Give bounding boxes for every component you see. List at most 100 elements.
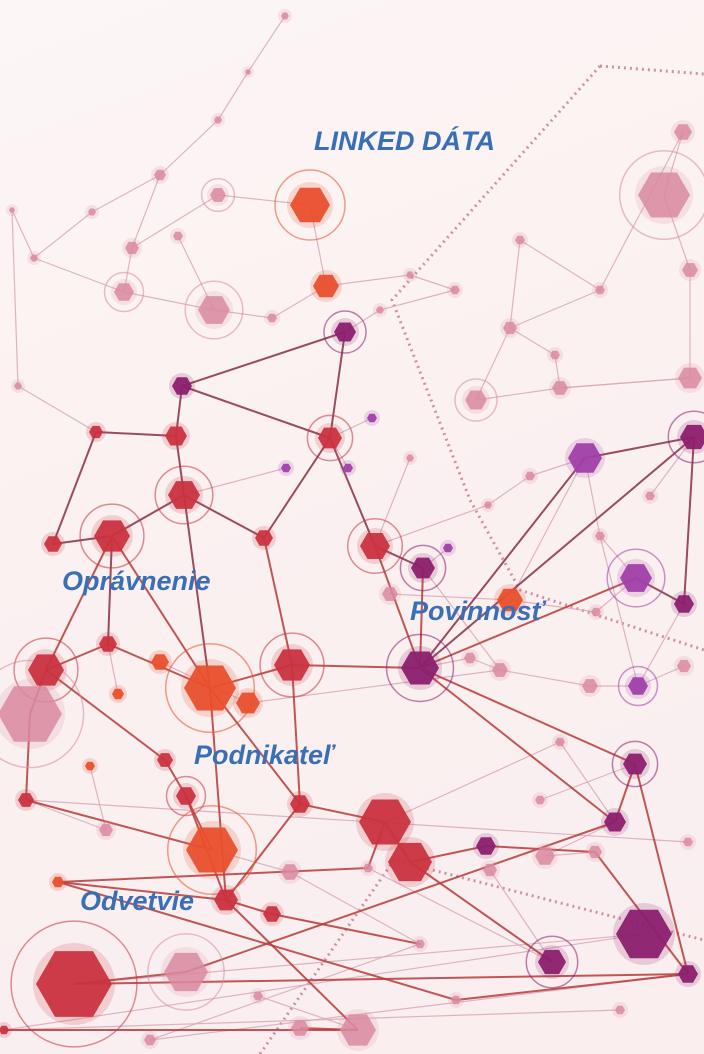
hexagon-node [214,889,238,911]
edge-dark [329,437,376,547]
node-ring [10,920,138,1048]
edge-light [3,933,645,1031]
edge-light [91,174,161,213]
edge-dark [263,437,331,539]
edge-dark [209,687,301,805]
hexagon-node [483,863,497,877]
hexagon-node [0,686,62,742]
edge-light [499,669,591,687]
edge-light [389,593,511,601]
hexagon-node [595,531,605,541]
edge-dark [419,567,424,669]
node-ring [79,503,145,569]
hexagon-node [18,793,34,807]
hexagon-node [645,491,655,501]
hexagon-node [318,427,342,449]
edge-light [183,467,287,496]
edge-light [17,385,97,433]
edge-dark [57,881,227,901]
hexagon-node [263,906,281,922]
edge-dark [419,667,636,765]
edge-light [637,603,685,687]
edge-dark [374,545,421,669]
edge-light [509,289,601,329]
edge-light [257,995,359,1031]
edge-dark [419,457,586,669]
hexagon-node [538,949,566,975]
hexagon-node [552,381,568,395]
edge-light [325,274,411,287]
hexagon-node [604,812,626,832]
edge-dark [111,535,211,689]
hexagon-node [588,845,602,859]
hexagon-node [638,172,690,218]
edge-light [475,327,511,401]
hexagon-node [164,952,208,992]
hexagon-node [406,454,414,462]
edge-light [519,239,601,291]
hexagon-node [0,1025,9,1035]
edge-light [509,599,597,613]
edge-light [409,274,456,291]
hexagon-node [680,424,704,450]
edge-light [89,765,107,831]
node-ring [184,280,244,340]
hexagon-node [245,69,251,75]
node-ring [667,410,704,464]
edge-dark [45,535,113,671]
hexagon-node [281,463,291,473]
hexagon-node [451,995,461,1005]
edge-dark [181,331,346,387]
edge-light [25,799,107,831]
hexagon-node [620,564,652,592]
edge-light [11,209,19,387]
hexagon-node [568,443,602,473]
edge-light [123,291,215,311]
hexagon-node [281,12,289,20]
hexagon-node [253,991,263,1001]
hexagon-node [674,595,694,613]
edge-dark [225,803,301,901]
edge-light [559,741,616,823]
hexagon-node [591,607,601,617]
hexagon-node [210,188,226,202]
edge-dark [271,913,421,945]
edge-dark [263,537,293,666]
edge-light [599,535,639,687]
edge-dark [57,867,369,883]
edge-dark [455,973,689,1001]
hexagon-node [492,663,508,677]
edge-dark [291,664,301,805]
edge-light [509,327,556,356]
hexagon-node [340,1014,376,1046]
edge-light [374,457,411,547]
hexagon-node [535,795,545,805]
hexagon-node [30,254,38,262]
node-ring [454,378,498,422]
node-ring [525,935,579,989]
edge-light [247,15,286,73]
hexagon-node [198,296,230,324]
hexagon-node [99,823,113,837]
hexagon-node [616,909,672,959]
node-ring [618,149,704,241]
edge-dark [183,494,265,539]
edge-light [217,71,249,121]
edge-light [149,943,421,1041]
hexagon-node [28,654,64,686]
edge-dark [291,664,421,669]
edge-dark [183,494,211,689]
hexagon-node [484,501,492,509]
hexagon-node [151,654,169,670]
node-ring [606,548,666,608]
hexagon-node [255,530,273,546]
node-ring [611,740,659,788]
node-ring [0,659,85,769]
hexagon-node [406,271,414,279]
node-ring [164,642,256,734]
edge-dark [419,667,616,823]
hexagon-node [682,263,698,277]
hexagon-node [401,651,439,685]
node-ring [200,177,236,213]
